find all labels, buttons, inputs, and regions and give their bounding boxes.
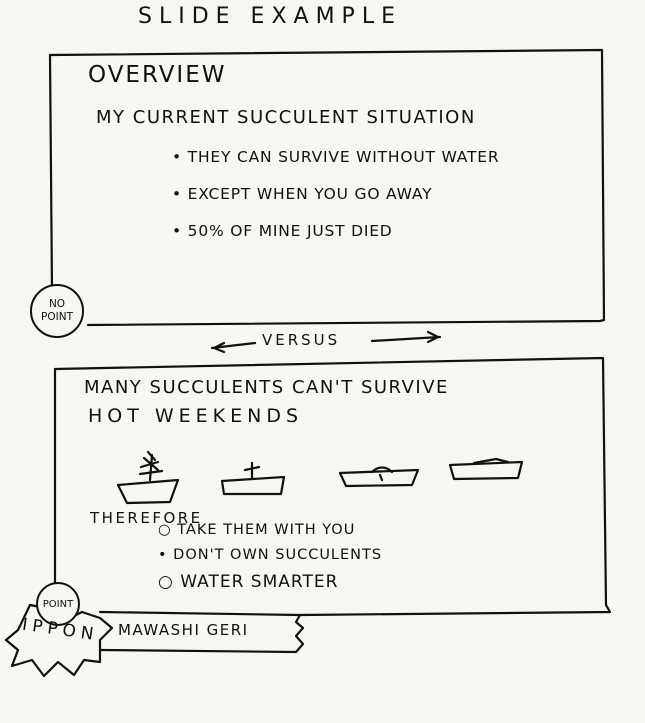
slide-frame-no-point [48, 48, 606, 327]
bullet-text: EXCEPT WHEN YOU GO AWAY [187, 185, 433, 203]
mawashi-banner [98, 610, 305, 654]
bullet-text: 50% OF MINE JUST DIED [187, 222, 393, 240]
bullet-item: • DON'T OWN SUCCULENTS [158, 547, 383, 563]
page-title: SLIDE EXAMPLE [138, 4, 402, 29]
bullet-text: THEY CAN SURVIVE WITHOUT WATER [187, 148, 500, 166]
bullet-item: • EXCEPT WHEN YOU GO AWAY [172, 185, 433, 203]
bullet-item: ○ TAKE THEM WITH YOU [158, 522, 356, 538]
bullet-text: WATER SMARTER [180, 572, 339, 592]
bullet-list-no-point: • THEY CAN SURVIVE WITHOUT WATER • EXCEP… [172, 148, 499, 259]
plant-dying [338, 466, 420, 488]
plant-healthy [116, 450, 180, 505]
plant-dead [448, 457, 524, 481]
bullet-list-point: ○ TAKE THEM WITH YOU • DON'T OWN SUCCULE… [158, 522, 382, 597]
versus-arrow-right [370, 330, 442, 344]
slide-heading-point-line2: HOT WEEKENDS [88, 405, 304, 427]
versus-arrow-left [210, 341, 257, 354]
versus-label: VERSUS [262, 331, 341, 349]
overview-label: OVERVIEW [88, 62, 227, 88]
ippon-burst [4, 603, 114, 678]
mawashi-geri-label: MAWASHI GERI [118, 621, 249, 639]
therefore-label: THEREFORE [90, 509, 203, 527]
plant-wilting [220, 461, 286, 496]
slide-heading-no-point: MY CURRENT SUCCULENT SITUATION [96, 107, 476, 128]
badge-line: POINT [41, 311, 73, 323]
point-badge: POINT [36, 582, 80, 626]
slide-heading-point-line1: MANY SUCCULENTS CAN'T SURVIVE [84, 377, 449, 398]
bullet-text: DON'T OWN SUCCULENTS [173, 547, 383, 563]
bullet-text: TAKE THEM WITH YOU [177, 522, 356, 538]
badge-line: POINT [42, 598, 74, 610]
slide-frame-point [53, 356, 612, 617]
no-point-badge: NO POINT [30, 284, 84, 338]
bullet-item: • THEY CAN SURVIVE WITHOUT WATER [172, 148, 500, 166]
bullet-item: ○ WATER SMARTER [158, 572, 339, 592]
bullet-item: • 50% OF MINE JUST DIED [172, 222, 393, 240]
badge-line: NO [48, 298, 66, 310]
